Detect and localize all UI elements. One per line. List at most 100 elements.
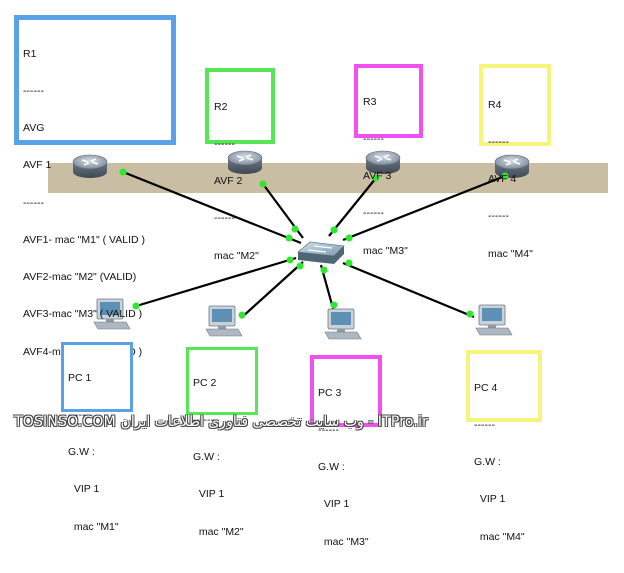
r2-line: R2 bbox=[214, 100, 228, 113]
switch-device[interactable] bbox=[297, 241, 345, 264]
port-pc3-switch bbox=[320, 266, 328, 274]
pc3-line: PC 3 bbox=[318, 386, 342, 399]
link-r3-switch bbox=[328, 177, 377, 237]
r4-line: AVF 4 bbox=[488, 173, 517, 186]
links bbox=[122, 170, 506, 319]
port-r4 bbox=[501, 172, 509, 180]
pc-4[interactable] bbox=[475, 304, 513, 336]
pc2-line: VIP 1 bbox=[193, 488, 225, 501]
port-r3 bbox=[372, 174, 380, 182]
r1-info-text: R1 ------ AVG AVF 1 ------ AVF1- mac "M1… bbox=[23, 23, 145, 383]
pc-icon bbox=[93, 298, 131, 330]
r2-line: ------ bbox=[214, 212, 235, 225]
r3-line: ------ bbox=[363, 207, 384, 220]
r1-line: ------ bbox=[23, 85, 44, 98]
pc-icon bbox=[205, 305, 243, 337]
pc1-line: mac "M1" bbox=[68, 520, 119, 533]
r3-line: mac "M3" bbox=[363, 244, 408, 257]
router-r2[interactable] bbox=[227, 150, 263, 174]
pc1-info-text: PC 1 ------ G.W : VIP 1 mac "M1" bbox=[68, 347, 119, 558]
r2-line: AVF 2 bbox=[214, 175, 243, 188]
pc2-info-text: PC 2 ------ G.W : VIP 1 mac "M2" bbox=[193, 352, 244, 563]
r4-line: ------ bbox=[488, 136, 509, 149]
router-icon bbox=[72, 154, 108, 178]
pc3-line: G.W : bbox=[318, 461, 345, 474]
port-r2 bbox=[259, 180, 267, 188]
port-r2-switch bbox=[291, 225, 299, 233]
port-indicators bbox=[119, 168, 509, 319]
r1-line: R1 bbox=[23, 47, 37, 60]
port-r1-switch bbox=[285, 234, 293, 242]
pc2-line: ------ bbox=[193, 414, 214, 427]
r2-line: ------ bbox=[214, 138, 235, 151]
pc-2[interactable] bbox=[205, 305, 243, 337]
r3-line: R3 bbox=[363, 95, 377, 108]
router-icon bbox=[227, 150, 263, 174]
pc1-line: VIP 1 bbox=[68, 483, 100, 496]
r4-line: ------ bbox=[488, 210, 509, 223]
pc2-info-box: PC 2 ------ G.W : VIP 1 mac "M2" bbox=[186, 347, 258, 538]
pc3-line: ------ bbox=[318, 424, 339, 437]
router-r3[interactable] bbox=[365, 150, 401, 174]
link-pc4-switch bbox=[342, 261, 475, 319]
port-pc3 bbox=[330, 301, 338, 309]
pc1-line: ------ bbox=[68, 409, 89, 422]
pc1-line: G.W : bbox=[68, 446, 95, 459]
pc4-line: G.W : bbox=[474, 456, 501, 469]
port-r4-switch bbox=[345, 234, 353, 242]
topology-canvas bbox=[48, 150, 608, 340]
r3-info-text: R3 ------ AVF 3 ------ mac "M3" bbox=[363, 71, 408, 282]
pc1-info-box: PC 1 ------ G.W : VIP 1 mac "M1" bbox=[61, 342, 133, 533]
link-r1-switch bbox=[122, 170, 302, 245]
port-pc2 bbox=[238, 311, 246, 319]
pc4-line: mac "M4" bbox=[474, 530, 525, 543]
pc4-info-text: PC 4 ------ G.W : VIP 1 mac "M4" bbox=[474, 357, 525, 568]
network-diagram: R1 ------ AVG AVF 1 ------ AVF1- mac "M1… bbox=[14, 15, 608, 548]
r1-info-box: R1 ------ AVG AVF 1 ------ AVF1- mac "M1… bbox=[14, 15, 176, 358]
r2-info-box: R2 ------ AVF 2 ------ mac "M2" bbox=[205, 68, 275, 262]
r2-line: mac "M2" bbox=[214, 249, 259, 262]
switch-icon bbox=[297, 241, 345, 264]
r4-info-box: R4 ------ AVF 4 ------ mac "M4" bbox=[479, 64, 551, 260]
pc2-line: PC 2 bbox=[193, 376, 217, 389]
r1-line: AVG bbox=[23, 122, 45, 135]
link-pc1-switch bbox=[132, 256, 297, 309]
r3-line: ------ bbox=[363, 133, 384, 146]
pc4-info-box: PC 4 ------ G.W : VIP 1 mac "M4" bbox=[466, 350, 542, 543]
pc2-line: mac "M2" bbox=[193, 525, 244, 538]
pc4-line: PC 4 bbox=[474, 381, 498, 394]
port-pc1 bbox=[132, 302, 140, 310]
r1-line: AVF2-mac "M2" (VALID) bbox=[23, 271, 137, 284]
r1-line: AVF 1 bbox=[23, 159, 52, 172]
router-icon bbox=[365, 150, 401, 174]
port-pc1-switch bbox=[286, 256, 294, 264]
r1-line: AVF3-mac "M3" ( VALID ) bbox=[23, 308, 143, 321]
router-r1[interactable] bbox=[72, 154, 108, 178]
pc-1[interactable] bbox=[93, 298, 131, 330]
watermark-text: TOSINSO.COM وب سایت تخصصی فناوری اطلاعات… bbox=[14, 414, 429, 430]
port-r1 bbox=[119, 168, 127, 176]
pc1-line: PC 1 bbox=[68, 371, 92, 384]
r2-info-text: R2 ------ AVF 2 ------ mac "M2" bbox=[214, 76, 259, 287]
link-pc2-switch bbox=[240, 261, 304, 319]
r4-line: R4 bbox=[488, 98, 502, 111]
r4-info-text: R4 ------ AVF 4 ------ mac "M4" bbox=[488, 74, 533, 285]
pc4-line: VIP 1 bbox=[474, 493, 506, 506]
pc2-line: G.W : bbox=[193, 451, 220, 464]
pc-icon bbox=[475, 304, 513, 336]
r1-line: ------ bbox=[23, 196, 44, 209]
r3-line: AVF 3 bbox=[363, 170, 392, 183]
r1-line: AVF1- mac "M1" ( VALID ) bbox=[23, 233, 146, 246]
pc3-line: VIP 1 bbox=[318, 498, 350, 511]
pc-icon bbox=[324, 308, 362, 340]
pc3-info-text: PC 3 ------ G.W : VIP 1 mac "M3" bbox=[318, 362, 369, 573]
pc3-line: mac "M3" bbox=[318, 535, 369, 548]
link-r4-switch bbox=[342, 174, 506, 242]
r3-info-box: R3 ------ AVF 3 ------ mac "M3" bbox=[354, 64, 423, 257]
pc4-line: ------ bbox=[474, 419, 495, 432]
port-pc4 bbox=[466, 310, 474, 318]
port-pc4-switch bbox=[345, 259, 353, 267]
pc-3[interactable] bbox=[324, 308, 362, 340]
port-pc2-switch bbox=[296, 262, 304, 270]
port-r3-switch bbox=[330, 226, 338, 234]
